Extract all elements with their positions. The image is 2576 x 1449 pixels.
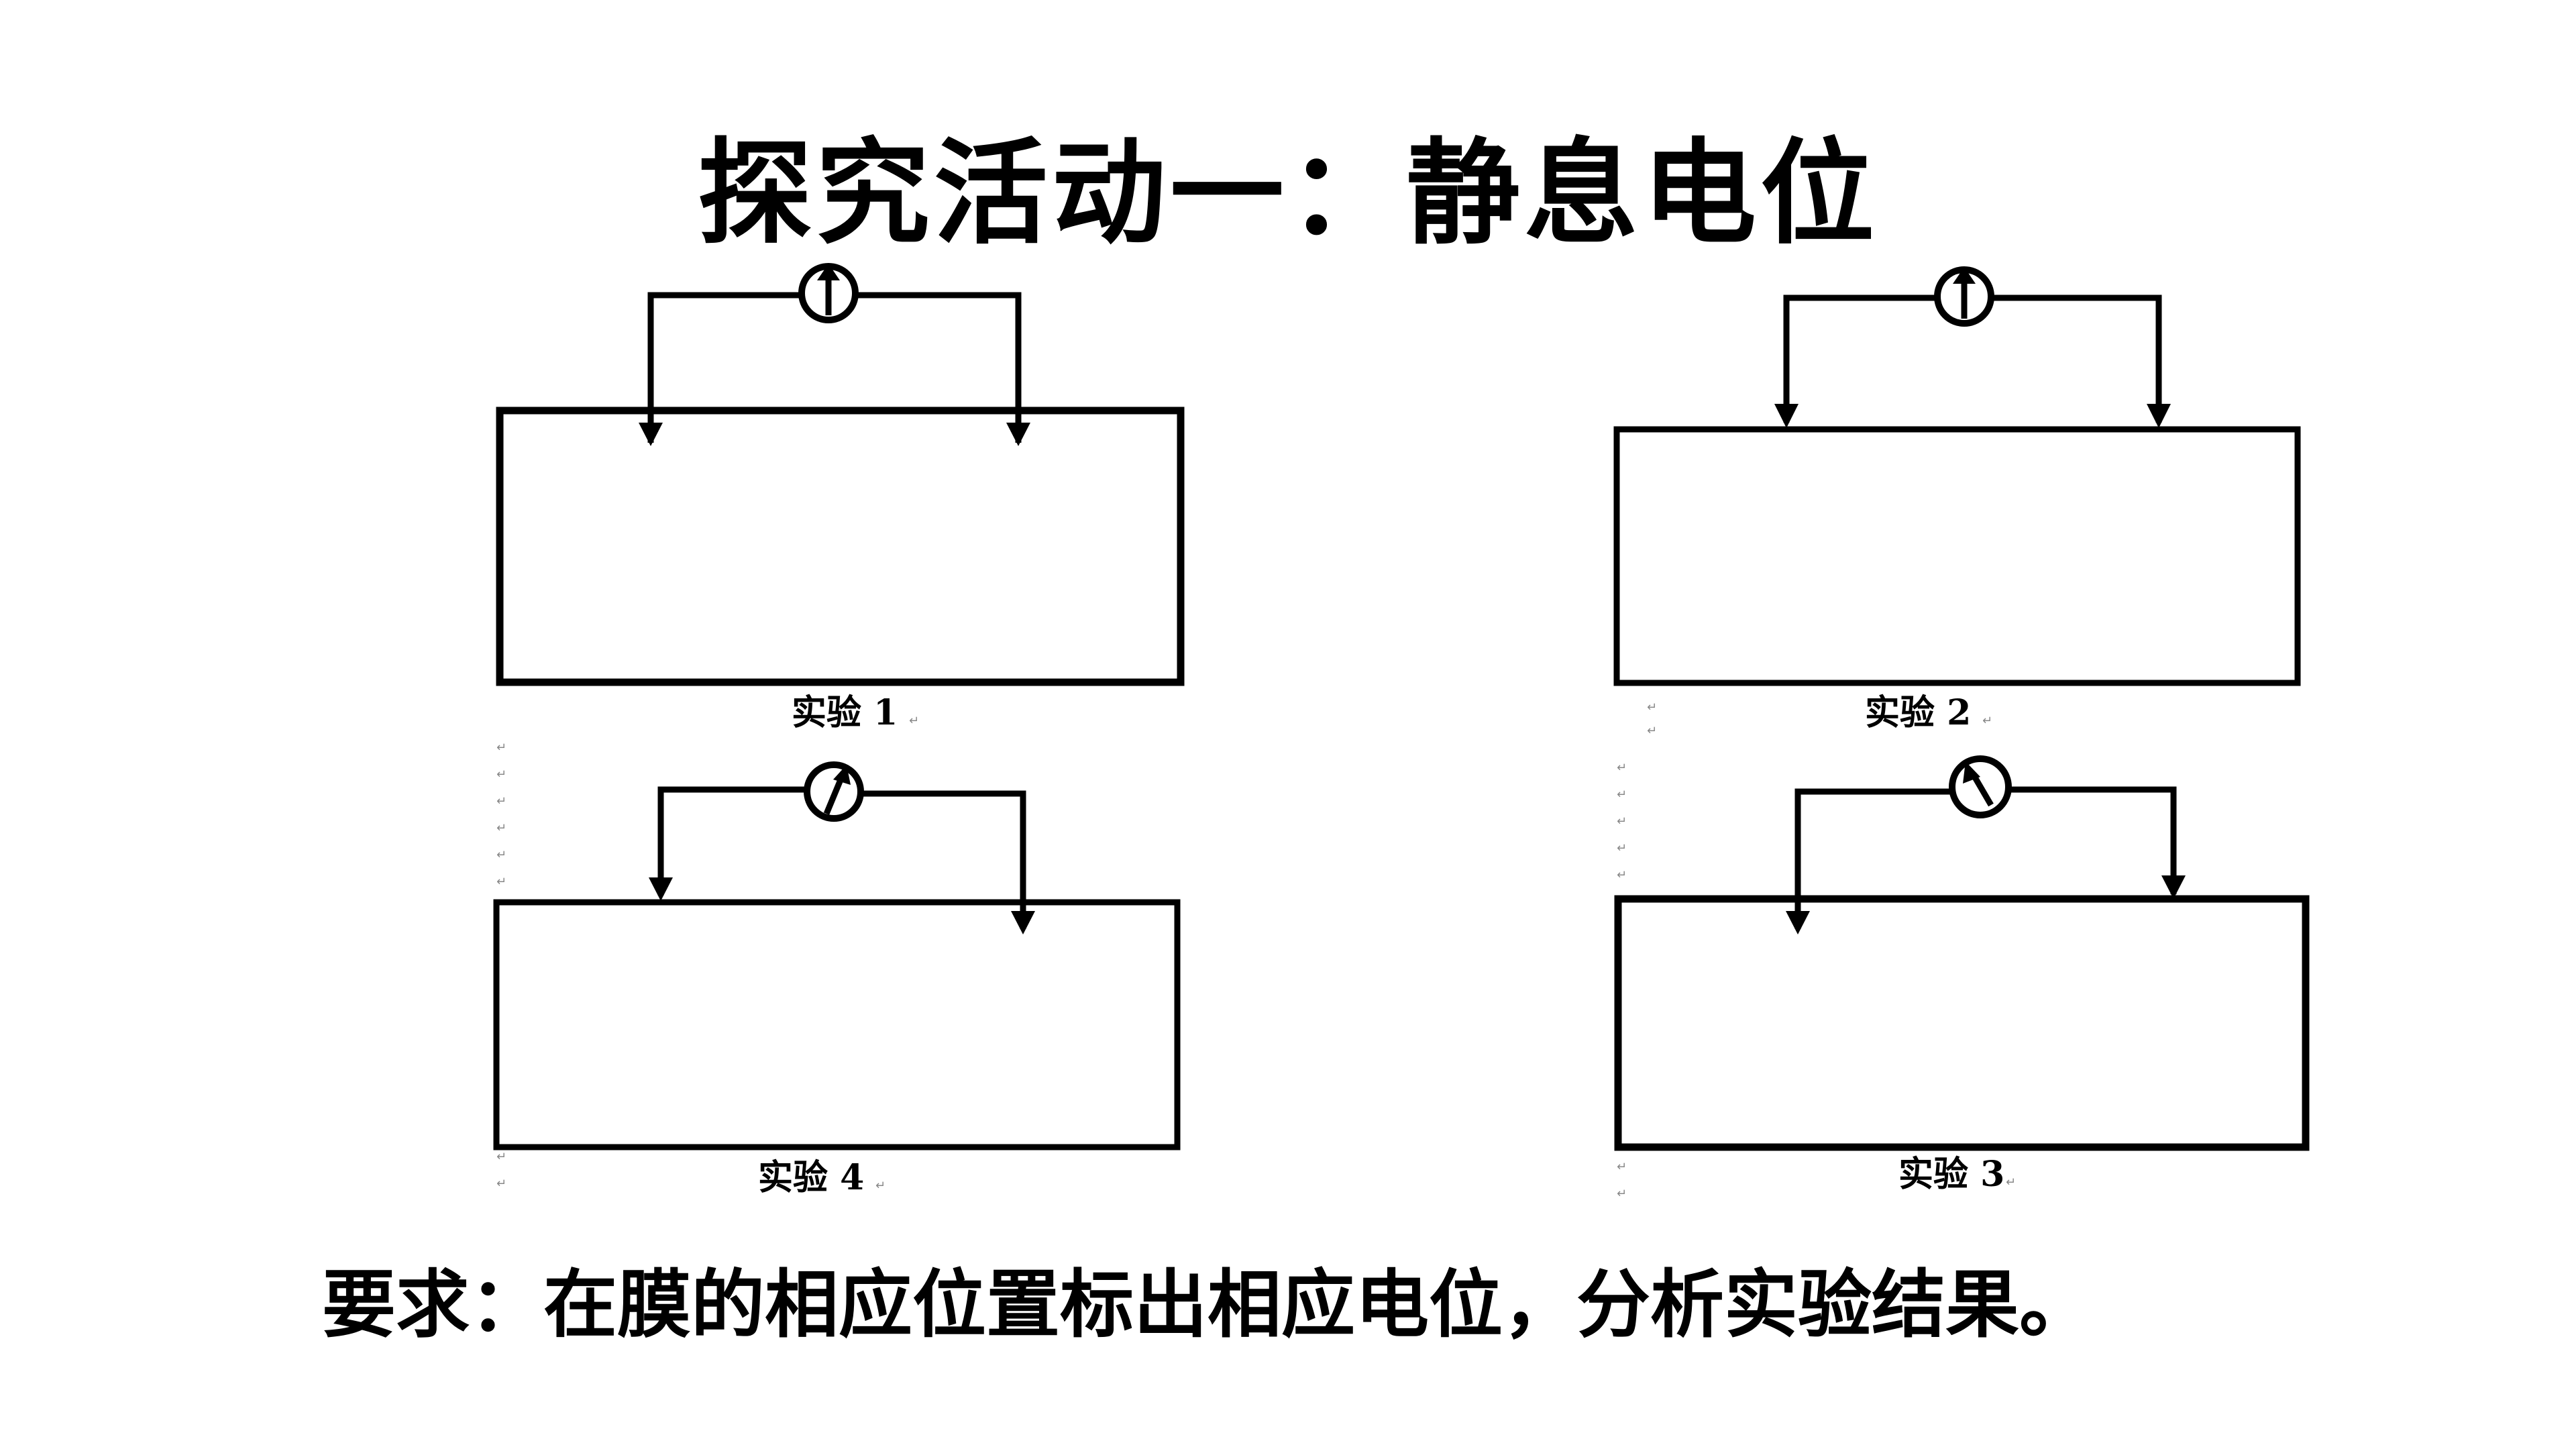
paragraph-mark: ↵: [1617, 1160, 1627, 1174]
paragraph-mark: ↵: [496, 767, 506, 782]
paragraph-mark: ↵: [496, 875, 506, 889]
paragraph-mark: ↵: [1982, 714, 1992, 728]
paragraph-mark: ↵: [1617, 761, 1627, 775]
electrode-wire-2: [1783, 294, 1937, 423]
caption-experiment-4: 实验 4: [758, 1157, 864, 1198]
electrode-tip-left-3: [1786, 911, 1810, 934]
experiment-4: [493, 761, 1181, 1150]
paragraph-mark: ↵: [496, 794, 506, 808]
paragraph-mark: ↵: [1617, 788, 1627, 802]
electrode-wire-1: [647, 292, 802, 443]
paragraph-mark: ↵: [2006, 1175, 2016, 1189]
electrode-tip-left-2: [1774, 404, 1799, 428]
membrane-box-1: [496, 407, 1185, 686]
electrode-wire-4: [657, 786, 807, 896]
requirement-text: 要求：在膜的相应位置标出相应电位，分析实验结果。: [322, 1262, 2093, 1348]
membrane-box-2: [1613, 426, 2301, 686]
paragraph-mark: ↵: [496, 741, 506, 755]
paragraph-mark: ↵: [1647, 700, 1657, 714]
paragraph-mark: ↵: [909, 714, 919, 728]
electrode-wire-4b: [861, 790, 1026, 929]
experiment-2: [1613, 266, 2301, 686]
galvanometer-icon: [804, 761, 864, 822]
caption-experiment-3: 实验 3: [1898, 1154, 2004, 1195]
paragraph-mark: ↵: [1617, 1187, 1627, 1201]
electrode-wire-2b: [1991, 294, 2162, 423]
membrane-box-3: [1614, 895, 2310, 1151]
slide-title: 探究活动一：静息电位: [697, 126, 1878, 260]
galvanometer-icon: [798, 263, 859, 323]
experiment-1: [496, 263, 1185, 686]
electrode-tip-right-2: [2147, 404, 2171, 428]
paragraph-mark: ↵: [875, 1179, 885, 1193]
electrode-wire-1b: [855, 292, 1022, 443]
experiment-3: [1614, 755, 2310, 1151]
paragraph-marks: ↵ ↵ ↵ ↵ ↵ ↵ ↵ ↵ ↵ ↵ ↵ ↵ ↵ ↵ ↵ ↵ ↵ ↵ ↵ ↵ …: [496, 700, 2016, 1201]
paragraph-mark: ↵: [496, 1150, 506, 1164]
membrane-box-4: [493, 899, 1181, 1150]
galvanometer-icon: [1934, 266, 1994, 327]
paragraph-mark: ↵: [496, 821, 506, 835]
electrode-tip-right-1: [1006, 423, 1030, 446]
electrode-tip-right-4: [1011, 911, 1035, 934]
electrode-tip-left-1: [639, 423, 663, 446]
electrode-wire-3b: [2007, 786, 2177, 894]
electrode-tip-left-4: [649, 877, 673, 901]
paragraph-mark: ↵: [1617, 868, 1627, 882]
caption-experiment-1: 实验 1: [792, 692, 898, 733]
electrode-tip-right-3: [2161, 875, 2186, 899]
paragraph-mark: ↵: [1647, 724, 1657, 738]
electrode-wire-3: [1794, 788, 1953, 929]
paragraph-mark: ↵: [1617, 841, 1627, 855]
paragraph-mark: ↵: [496, 848, 506, 862]
caption-experiment-2: 实验 2: [1865, 692, 1971, 733]
paragraph-mark: ↵: [496, 1177, 506, 1191]
paragraph-mark: ↵: [1617, 814, 1627, 828]
galvanometer-icon: [1949, 755, 2012, 818]
